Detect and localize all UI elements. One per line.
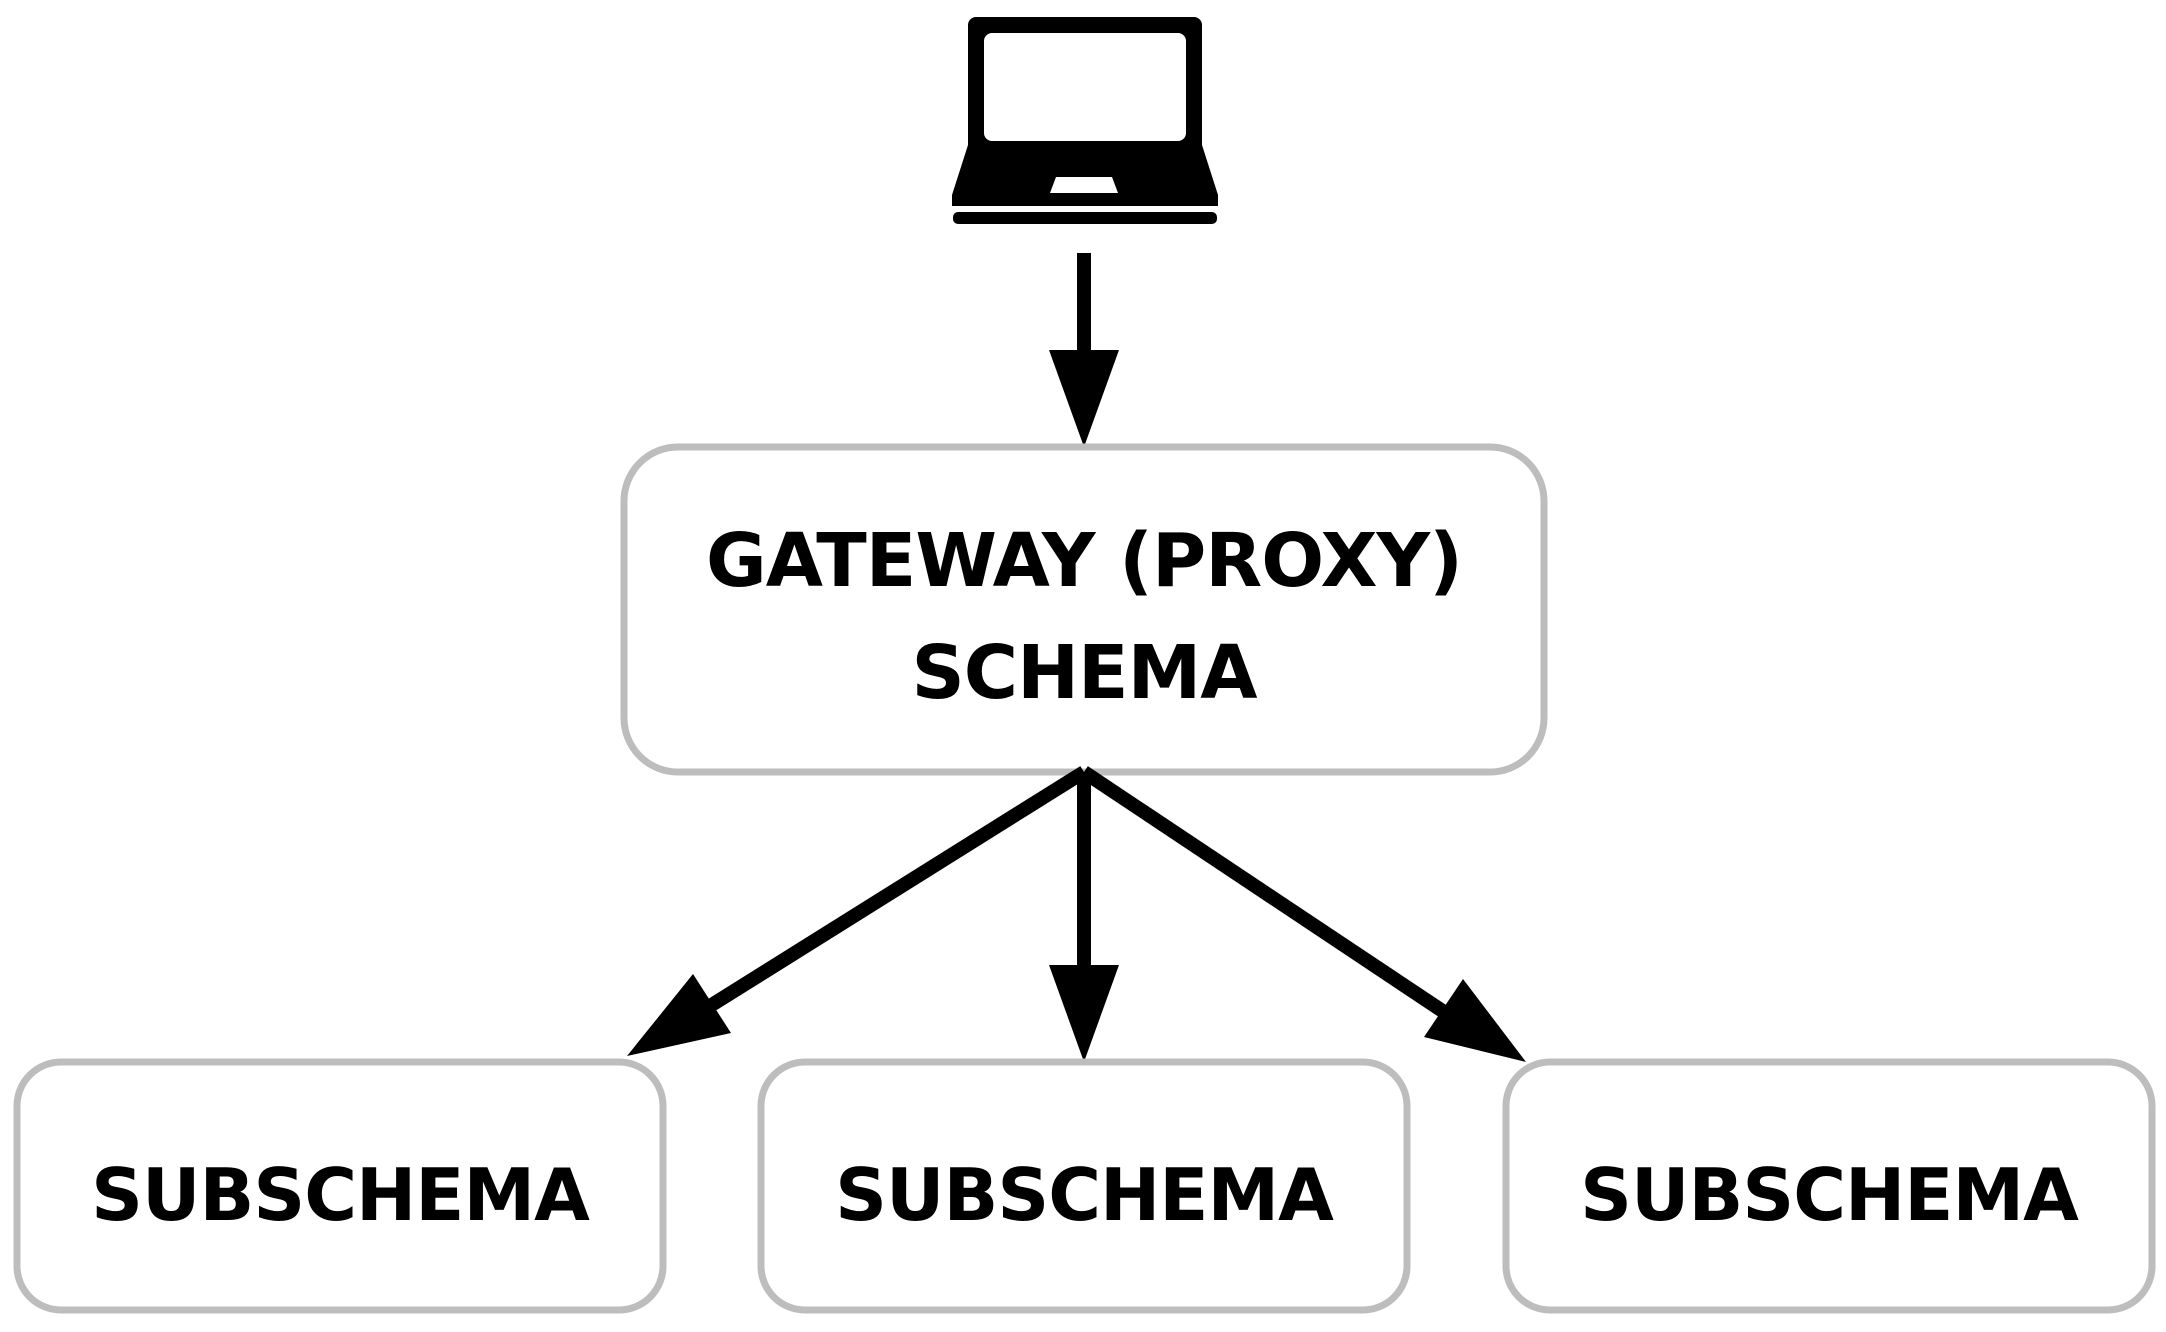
- arrowhead: [1049, 350, 1119, 447]
- edge-gateway-to-subschema-left: [627, 766, 1088, 1056]
- arrowhead: [1424, 979, 1526, 1062]
- arrowhead: [1049, 965, 1119, 1062]
- subschema-label: SUBSCHEMA: [91, 1153, 590, 1237]
- subschema-node-right: SUBSCHEMA: [1502, 1058, 2156, 1314]
- edge-gateway-to-subschema-middle: [1049, 772, 1119, 1062]
- subschema-label: SUBSCHEMA: [835, 1153, 1334, 1237]
- edge-client-to-gateway: [1049, 253, 1119, 447]
- subschema-label: SUBSCHEMA: [1580, 1153, 2079, 1237]
- gateway-title: GATEWAY (PROXY): [706, 518, 1462, 604]
- gateway-node: GATEWAY (PROXY) SCHEMA: [620, 443, 1548, 776]
- subschema-node-left: SUBSCHEMA: [13, 1058, 667, 1314]
- arrowhead: [627, 974, 731, 1056]
- subschema-node-middle: SUBSCHEMA: [757, 1058, 1411, 1314]
- laptop-icon: [952, 17, 1218, 224]
- edge-gateway-to-subschema-right: [1080, 766, 1526, 1062]
- gateway-subtitle: SCHEMA: [912, 630, 1258, 716]
